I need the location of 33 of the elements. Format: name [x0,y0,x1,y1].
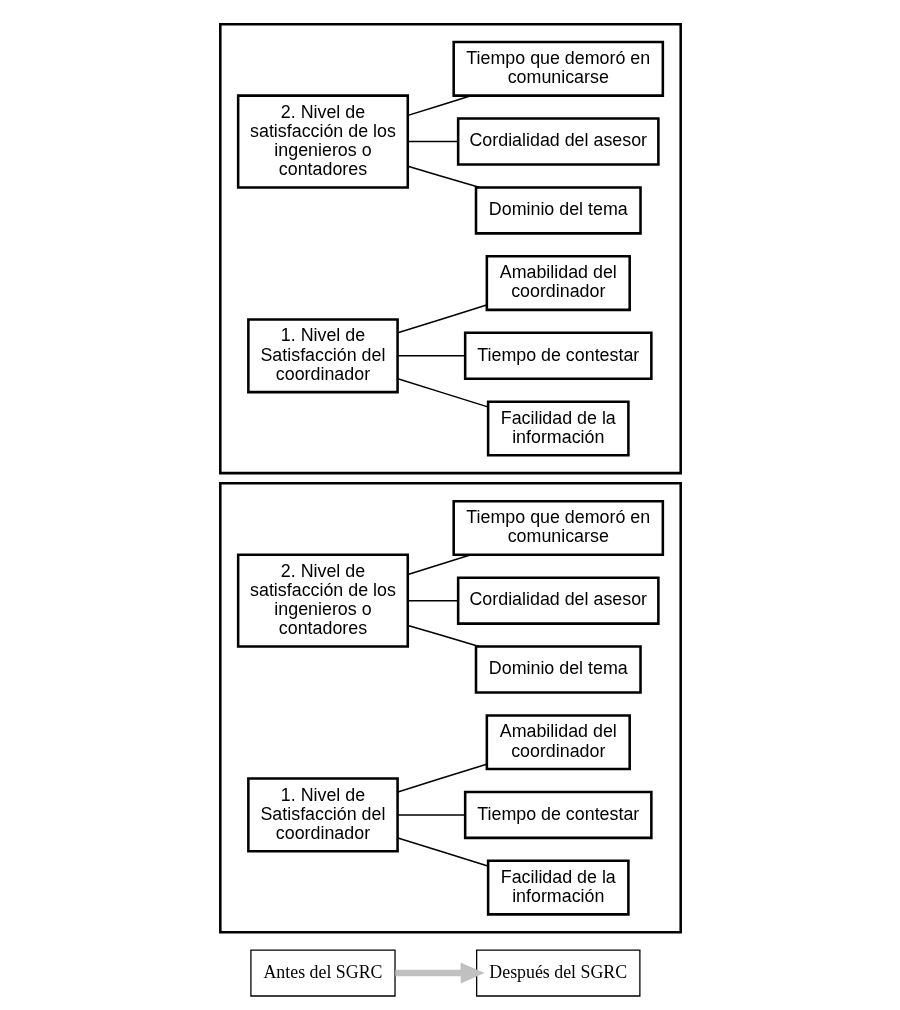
node-box: 1. Nivel de Satisfacción del coordinador [246,777,399,853]
node-box: Dominio del tema [474,645,642,694]
node-box: 2. Nivel de satisfacción de los ingenieros o contadores [236,94,409,189]
connector [406,165,480,189]
node-box: Tiempo de contestar [463,790,653,840]
node-box: Cordialidad del asesor [456,117,660,166]
connector [406,599,459,602]
cluster [218,22,682,475]
node-box: 1. Nivel de Satisfacción del coordinador [246,318,399,394]
node-box: Después del SGRC [475,949,641,997]
arrow [394,962,485,984]
node-box: Amabilidad del coordinador [485,255,631,312]
node-box: Amabilidad del coordinador [485,714,631,771]
connector [396,814,466,816]
connector [396,355,466,357]
connector [406,554,472,576]
node-box: Tiempo que demoró en comunicarse [451,499,664,556]
connector [396,378,489,408]
connector [396,837,489,867]
node-box: Cordialidad del asesor [456,576,660,625]
cluster [218,482,682,934]
node-box: Antes del SGRC [249,949,396,997]
node-box: Tiempo de contestar [463,331,653,380]
connector [406,94,472,117]
node-box: Tiempo que demoró en comunicarse [451,40,664,97]
connector [406,140,459,143]
connector [396,763,487,793]
node-box: 2. Nivel de satisfacción de los ingenieros o contadores [236,553,409,648]
connector [406,624,480,648]
node-box: Dominio del tema [474,186,642,235]
node-box: Facilidad de la información [486,400,630,457]
node-box: Facilidad de la información [486,859,630,916]
connector [396,304,487,334]
